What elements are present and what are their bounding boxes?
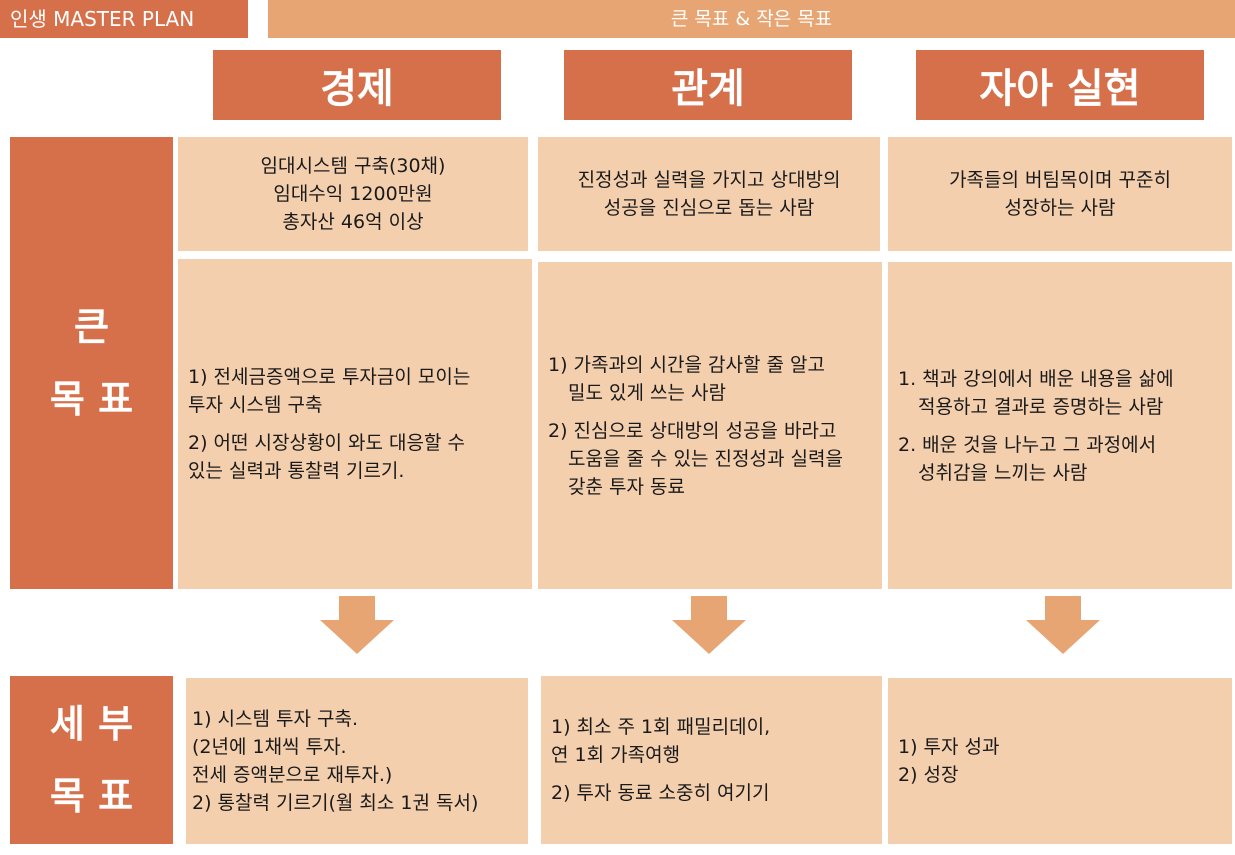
row-label-detail-goal-line1: 세 부: [49, 701, 134, 746]
big-goal-summary-text: 임대시스템 구축(30채) 임대수익 1200만원 총자산 46억 이상: [260, 155, 446, 233]
list-item: 2) 투자 동료 소중히 여기기: [551, 782, 770, 804]
detail-goal-economy: 1) 시스템 투자 구축. (2년에 1채씩 투자. 전세 증액분으로 재투자.…: [186, 678, 528, 844]
column-header-economy: 경제: [213, 50, 501, 120]
row-label-detail-goal: 세 부 목 표: [10, 676, 173, 844]
big-goal-summary-economy: 임대시스템 구축(30채) 임대수익 1200만원 총자산 46억 이상: [178, 137, 528, 251]
list-item: 1) 시스템 투자 구축. (2년에 1채씩 투자. 전세 증액분으로 재투자.…: [192, 708, 479, 814]
plan-subtitle: 큰 목표 & 작은 목표: [268, 0, 1235, 38]
big-goal-detail-self-realization: 1. 책과 강의에서 배운 내용을 삶에 적용하고 결과로 증명하는 사람 2.…: [888, 262, 1232, 589]
list-item: 2) 어떤 시장상황이 와도 대응할 수 있는 실력과 통찰력 기르기.: [188, 432, 465, 482]
list-item: 2. 배운 것을 나누고 그 과정에서 성취감을 느끼는 사람: [898, 433, 1157, 484]
detail-goal-self-realization: 1) 투자 성과 2) 성장: [888, 678, 1232, 844]
list-item: 1) 투자 성과 2) 성장: [898, 736, 1000, 786]
big-goal-summary-text: 진정성과 실력을 가지고 상대방의 성공을 진심으로 돕는 사람: [577, 169, 841, 219]
big-goal-summary-self-realization: 가족들의 버팀목이며 꾸준히 성장하는 사람: [888, 137, 1232, 251]
down-arrow-icon: [320, 596, 394, 654]
column-header-self-realization: 자아 실현: [916, 50, 1204, 120]
list-item: 2) 진심으로 상대방의 성공을 바라고 도움을 줄 수 있는 진정성과 실력을…: [548, 419, 843, 498]
column-header-relationship: 관계: [564, 50, 852, 120]
plan-title: 인생 MASTER PLAN: [0, 0, 248, 38]
list-item: 1. 책과 강의에서 배운 내용을 삶에 적용하고 결과로 증명하는 사람: [898, 367, 1174, 418]
row-label-big-goal: 큰 목 표: [10, 137, 173, 589]
row-label-detail-goal-line2: 목 표: [49, 774, 134, 818]
down-arrow-icon: [672, 596, 746, 654]
detail-goal-relationship: 1) 최소 주 1회 패밀리데이, 연 1회 가족여행 2) 투자 동료 소중히…: [541, 676, 882, 844]
list-item: 1) 가족과의 시간을 감사할 줄 알고 밀도 있게 쓰는 사람: [548, 353, 825, 404]
big-goal-summary-text: 가족들의 버팀목이며 꾸준히 성장하는 사람: [949, 169, 1171, 219]
big-goal-detail-economy: 1) 전세금증액으로 투자금이 모이는 투자 시스템 구축 2) 어떤 시장상황…: [178, 259, 532, 589]
big-goal-detail-relationship: 1) 가족과의 시간을 감사할 줄 알고 밀도 있게 쓰는 사람 2) 진심으로…: [538, 262, 882, 589]
down-arrow-icon: [1026, 596, 1100, 654]
list-item: 1) 전세금증액으로 투자금이 모이는 투자 시스템 구축: [188, 366, 471, 416]
row-label-big-goal-line2: 목 표: [49, 377, 134, 421]
list-item: 1) 최소 주 1회 패밀리데이, 연 1회 가족여행: [551, 716, 771, 766]
big-goal-summary-relationship: 진정성과 실력을 가지고 상대방의 성공을 진심으로 돕는 사람: [538, 137, 880, 251]
row-label-big-goal-line1: 큰: [74, 304, 109, 349]
